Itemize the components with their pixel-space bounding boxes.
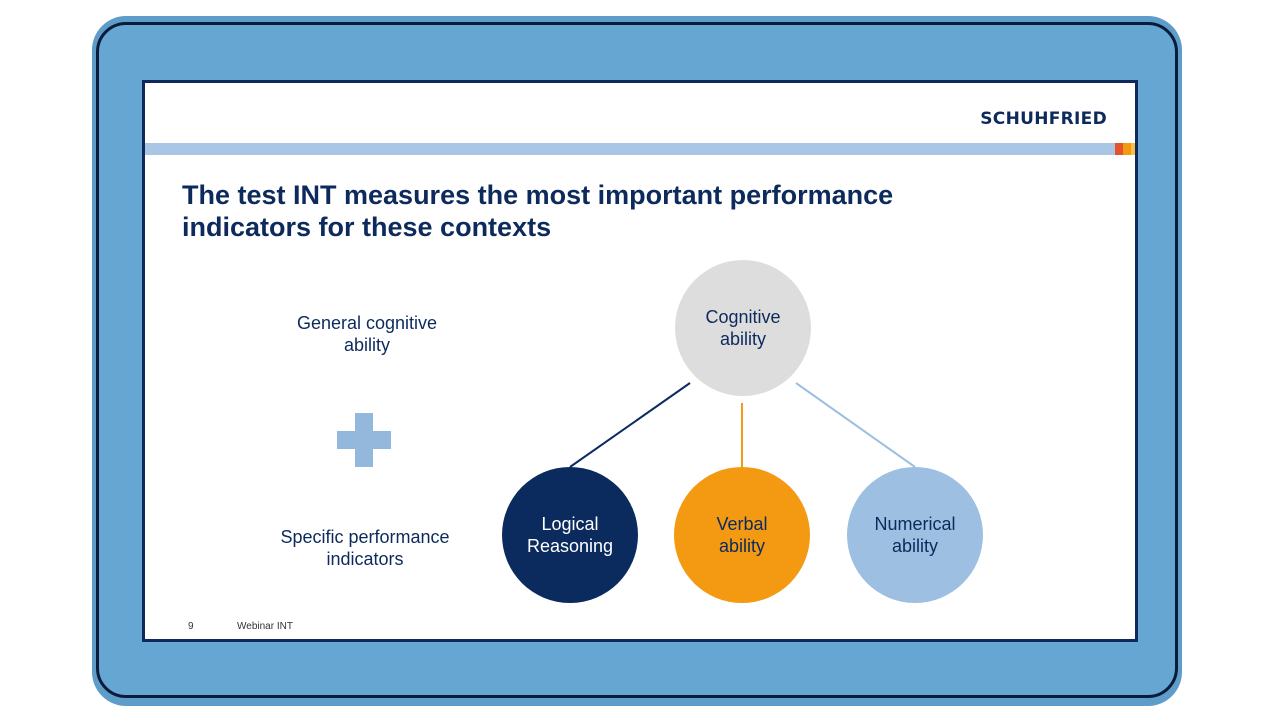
connector-logical <box>569 382 691 468</box>
node-cognitive-ability-line-1: Cognitive <box>705 307 781 327</box>
node-numerical-ability: Numerical ability <box>847 467 983 603</box>
connector-numerical <box>795 382 916 468</box>
schuhfried-logo: SCHUHFRIED <box>980 109 1107 129</box>
presentation-slide: SCHUHFRIED The test INT measures the mos… <box>142 80 1138 642</box>
slide-title-line-2: indicators for these contexts <box>182 212 552 242</box>
node-cognitive-ability-line-2: ability <box>719 329 767 349</box>
node-verbal-ability-line-1: Verbal <box>716 514 768 534</box>
node-logical-reasoning-line-2: Reasoning <box>526 536 614 556</box>
general-cognitive-label-line-2: ability <box>343 335 391 355</box>
footer-page-number: 9 <box>188 621 194 632</box>
slide-title-line-1: The test INT measures the most important… <box>182 180 894 210</box>
general-cognitive-label: General cognitive ability <box>267 312 467 356</box>
plus-icon <box>337 413 391 467</box>
diagram-connectors <box>569 382 916 468</box>
node-logical-reasoning: Logical Reasoning <box>502 467 638 603</box>
specific-indicators-label: Specific performance indicators <box>265 526 465 570</box>
header-accent-red <box>1115 143 1123 155</box>
node-cognitive-ability: Cognitive ability <box>675 260 811 396</box>
node-numerical-ability-line-1: Numerical <box>874 514 956 534</box>
node-verbal-ability-line-2: ability <box>718 536 766 556</box>
header-accent-yellow <box>1131 143 1135 155</box>
slide-title: The test INT measures the most important… <box>182 179 1042 243</box>
header-accent-orange <box>1123 143 1131 155</box>
node-verbal-ability: Verbal ability <box>674 467 810 603</box>
specific-indicators-label-line-1: Specific performance <box>280 527 450 547</box>
node-logical-reasoning-line-1: Logical <box>541 514 599 534</box>
node-numerical-ability-line-2: ability <box>891 536 939 556</box>
specific-indicators-label-line-2: indicators <box>326 549 404 569</box>
footer-label: Webinar INT <box>237 621 293 632</box>
header-bar <box>145 143 1115 155</box>
general-cognitive-label-line-1: General cognitive <box>296 313 438 333</box>
